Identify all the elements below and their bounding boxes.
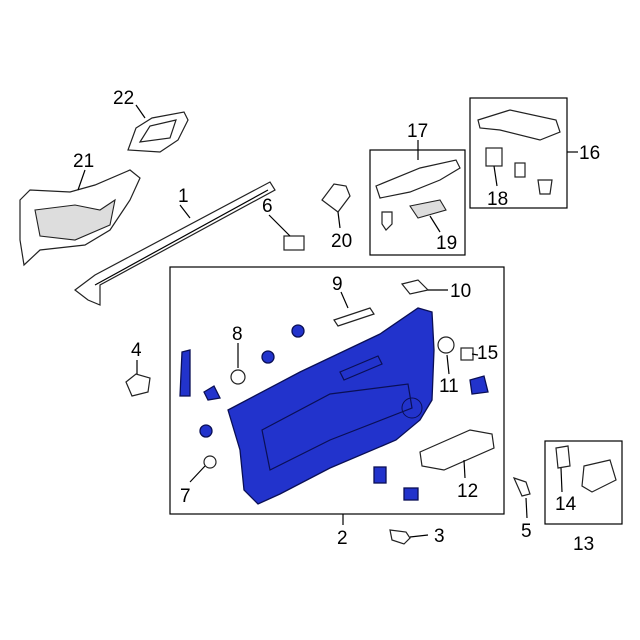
- callout-8[interactable]: 8: [232, 324, 243, 345]
- part-retainer-3[interactable]: [373, 466, 387, 484]
- callout-22[interactable]: 22: [113, 88, 134, 109]
- part-14-clip[interactable]: [555, 445, 571, 469]
- part-retainer-2[interactable]: [203, 385, 221, 401]
- part-7-screw[interactable]: [203, 455, 217, 469]
- part-2-pull-handle: [339, 355, 383, 381]
- group-box-16: [469, 97, 568, 209]
- part-15-clip[interactable]: [460, 347, 474, 361]
- callout-19[interactable]: 19: [436, 233, 457, 254]
- part-13-switch[interactable]: [581, 459, 617, 493]
- part-4-bracket[interactable]: [125, 373, 151, 397]
- part-18-switch[interactable]: [485, 147, 503, 167]
- callout-15[interactable]: 15: [477, 343, 498, 364]
- part-1-line: [94, 189, 269, 286]
- callout-3[interactable]: 3: [434, 526, 445, 547]
- callout-17[interactable]: 17: [407, 121, 428, 142]
- part-19-connector[interactable]: [409, 199, 447, 219]
- part-2-door-trim-panel[interactable]: [227, 307, 435, 505]
- leader-lines: [77, 104, 578, 538]
- callout-2[interactable]: 2: [337, 528, 348, 549]
- part-3-screw[interactable]: [389, 529, 411, 545]
- callout-10[interactable]: 10: [450, 281, 471, 302]
- callout-18[interactable]: 18: [487, 189, 508, 210]
- part-16-clip-a[interactable]: [514, 162, 526, 178]
- callout-16[interactable]: 16: [579, 143, 600, 164]
- part-nut-2[interactable]: [261, 350, 275, 364]
- callout-6[interactable]: 6: [262, 196, 273, 217]
- part-nut-1[interactable]: [291, 324, 305, 338]
- callout-1[interactable]: 1: [178, 186, 189, 207]
- part-17-switch-assembly[interactable]: [375, 159, 461, 199]
- part-16-switch-assembly[interactable]: [477, 109, 561, 141]
- callout-20[interactable]: 20: [331, 231, 352, 252]
- part-17-clip[interactable]: [381, 211, 393, 231]
- callout-13[interactable]: 13: [573, 534, 594, 555]
- part-retainer-5[interactable]: [469, 375, 489, 395]
- part-2-armrest-outline: [261, 383, 413, 471]
- callout-5[interactable]: 5: [521, 521, 532, 542]
- part-11-grommet[interactable]: [437, 336, 455, 354]
- part-9-bezel[interactable]: [333, 307, 375, 327]
- part-2-speaker-grille: [401, 397, 423, 419]
- part-8-pushpin[interactable]: [230, 369, 246, 385]
- part-5-screw[interactable]: [512, 477, 531, 497]
- callout-12[interactable]: 12: [457, 481, 478, 502]
- part-12-switch-bezel[interactable]: [419, 429, 495, 471]
- part-6-clip[interactable]: [283, 235, 305, 251]
- group-box-13: [544, 440, 623, 525]
- callout-21[interactable]: 21: [73, 151, 94, 172]
- part-retainer-1[interactable]: [179, 349, 191, 397]
- part-1-weatherstrip[interactable]: [74, 181, 276, 306]
- part-16-clip-b[interactable]: [537, 179, 553, 195]
- part-retainer-4[interactable]: [403, 487, 419, 501]
- callout-4[interactable]: 4: [131, 340, 142, 361]
- part-10-cover[interactable]: [400, 279, 430, 295]
- group-box-2: [169, 266, 505, 515]
- part-20-trim-piece[interactable]: [321, 183, 351, 213]
- part-nut-3[interactable]: [199, 424, 213, 438]
- part-22-handle-bezel[interactable]: [127, 111, 189, 153]
- part-21-detail: [34, 198, 116, 241]
- callout-9[interactable]: 9: [332, 274, 343, 295]
- callout-14[interactable]: 14: [555, 494, 577, 515]
- callout-7[interactable]: 7: [180, 486, 191, 507]
- callout-11[interactable]: 11: [439, 376, 459, 397]
- callout-labels: 1 2 3 4 5 6 7 8 9 10 11 12 13 14 15 16 1…: [73, 88, 600, 555]
